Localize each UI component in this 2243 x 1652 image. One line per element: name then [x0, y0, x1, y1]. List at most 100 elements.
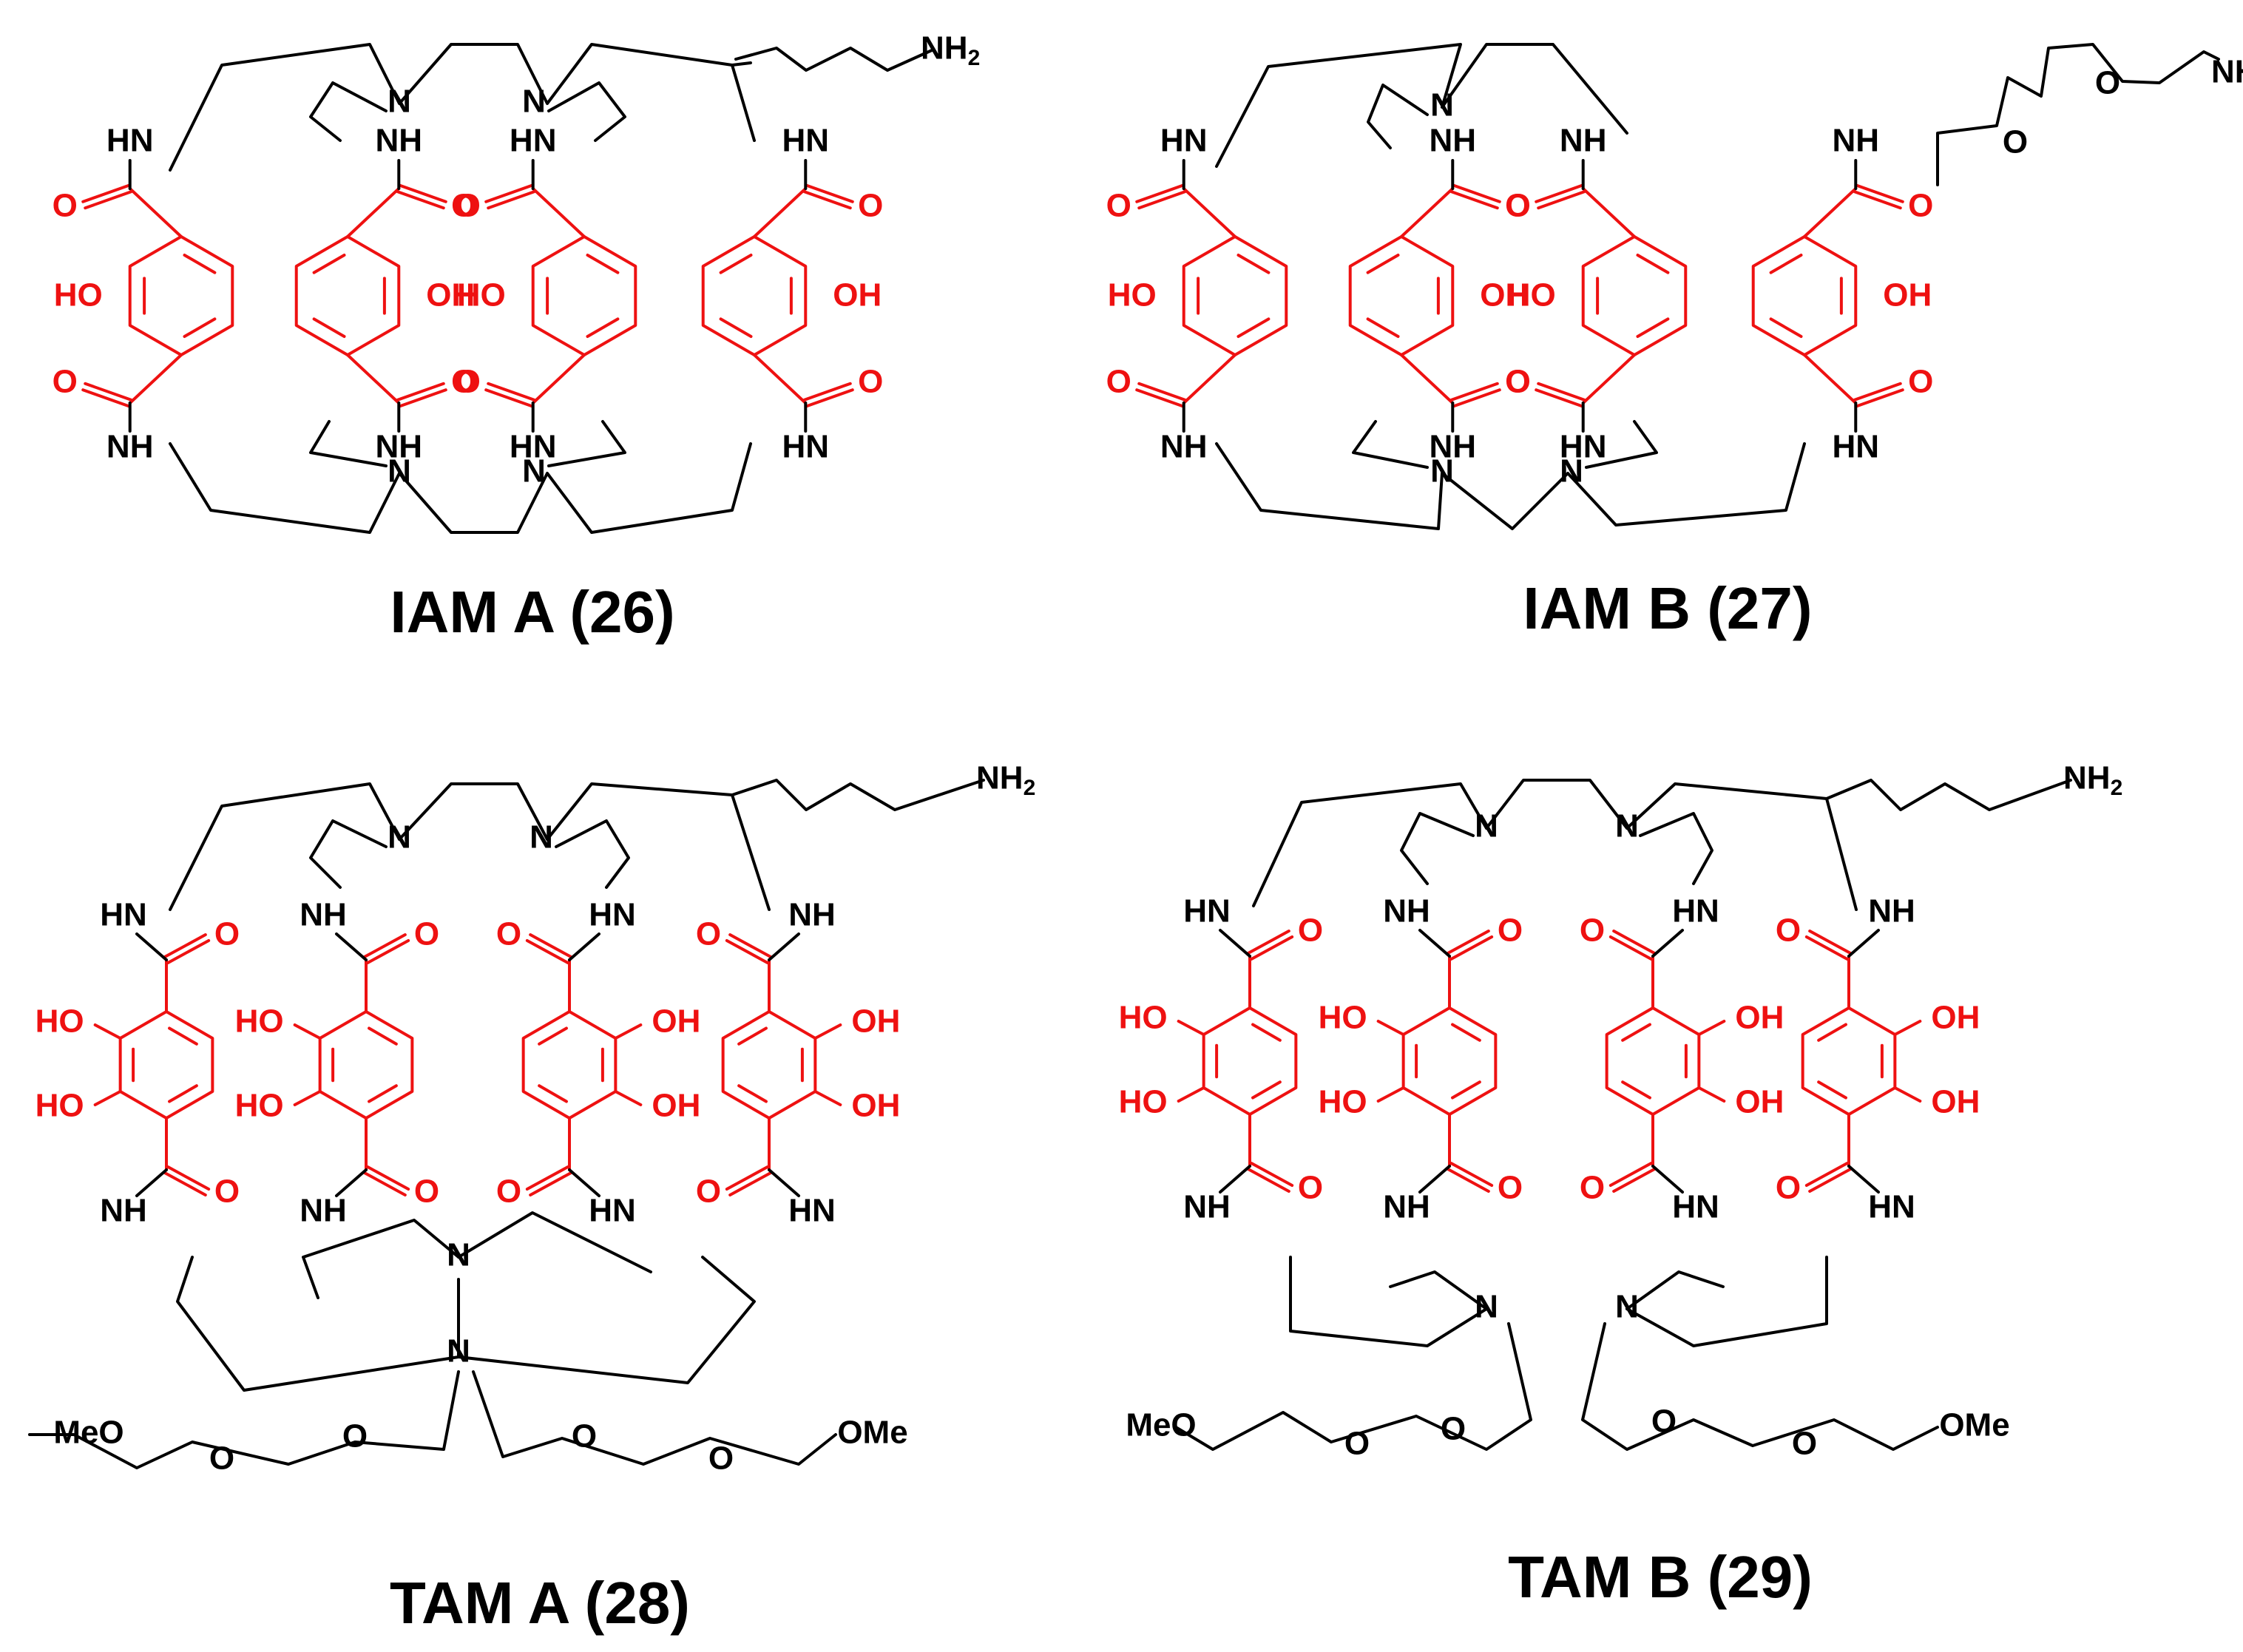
bond — [335, 1168, 368, 1197]
atom-label-o: O — [456, 364, 481, 400]
atom-label-nh: NH — [1183, 1189, 1231, 1225]
chelator-bond — [805, 183, 854, 203]
chelator-bond — [1612, 1167, 1657, 1193]
chelator-bond — [1855, 183, 1904, 203]
bond — [1585, 420, 1658, 469]
chelator-bond — [1535, 183, 1584, 203]
chelator-bond — [1893, 1020, 1922, 1036]
atom-label-o: O — [1298, 913, 1323, 949]
bond — [472, 1370, 837, 1466]
atom-label-o: O — [858, 188, 883, 224]
chelator-bond — [1803, 187, 1858, 238]
chelator-bond — [1608, 935, 1653, 961]
atom-label-o: O — [1298, 1170, 1323, 1206]
atom-label-n: N — [522, 453, 546, 490]
atom-label-ome: OMe — [837, 1415, 907, 1451]
atom-label-n: N — [388, 453, 411, 490]
chelator-bond — [1246, 1167, 1290, 1193]
atom-label-o: O — [53, 364, 78, 400]
bond — [555, 819, 630, 889]
atom-label-nh2: NH2 — [976, 760, 1035, 800]
atom-label-oh: OH — [426, 277, 475, 314]
atom-label-nh: NH — [376, 123, 423, 159]
chelator-bond — [1621, 1023, 1651, 1042]
chelator-bond — [725, 1165, 769, 1191]
chelator-bond — [362, 933, 407, 959]
atom-label-oh: OH — [833, 277, 882, 314]
chelator-bond — [805, 388, 854, 408]
chelator-bond — [93, 1090, 122, 1106]
atom-label-o: O — [342, 1418, 368, 1455]
atom-label-oh: OH — [1735, 1084, 1784, 1120]
caption-tam-a: TAM A (28) — [390, 1570, 690, 1636]
atom-label-o: O — [209, 1441, 234, 1477]
caption-tam-b: TAM B (29) — [1508, 1544, 1813, 1610]
bond — [309, 819, 388, 889]
chelator-bond — [346, 353, 401, 404]
chelator-bond — [1182, 187, 1236, 238]
bond — [176, 1256, 460, 1392]
atom-label-nh2: NH2 — [921, 30, 980, 70]
atom-label-nh: NH — [300, 1193, 347, 1229]
bond — [1581, 1322, 1939, 1451]
atom-label-o: O — [1344, 1426, 1370, 1462]
chelator-bond — [529, 933, 573, 959]
atom-label-nh: NH — [100, 1193, 147, 1229]
bond — [1825, 779, 2072, 811]
atom-label-n: N — [388, 819, 411, 856]
chelator-bond — [1893, 1086, 1922, 1103]
chelator-bond — [163, 933, 207, 959]
atom-label-nh2: NH2 — [2063, 760, 2122, 800]
atom-label-hn: HN — [1833, 429, 1880, 465]
atom-label-nh: NH — [376, 429, 423, 465]
chelator-bond — [396, 190, 445, 210]
chelator-bond — [1452, 388, 1501, 408]
bond — [1289, 1256, 1488, 1347]
chelator-bond — [128, 187, 183, 238]
bond — [1174, 1322, 1532, 1451]
atom-label-ho: HO — [235, 1003, 284, 1040]
atom-label-o: O — [496, 916, 521, 952]
atom-label-nh: NH — [1160, 429, 1208, 465]
atom-label-o: O — [696, 1174, 721, 1210]
chelator-bond — [396, 382, 445, 402]
atom-label-o: O — [414, 1174, 439, 1210]
chelator-bond — [1251, 1080, 1282, 1100]
chelator-bond — [1636, 253, 1670, 274]
chelator-bond — [128, 353, 183, 404]
chelator-bond — [166, 1165, 211, 1191]
chelator-bond — [312, 317, 346, 339]
atom-label-nh: NH — [300, 897, 347, 933]
chelator-bond — [586, 253, 620, 274]
atom-label-ho: HO — [35, 1003, 84, 1040]
chelator-bond — [293, 1090, 322, 1106]
chelator-bond — [1804, 1162, 1849, 1188]
bond — [1625, 1270, 1725, 1310]
atom-label-o: O — [1580, 1170, 1605, 1206]
atom-label-o: O — [1505, 364, 1530, 400]
chelator-bond — [293, 1023, 322, 1040]
chelator-bond — [719, 253, 753, 274]
bond — [309, 81, 388, 142]
chelator-bond — [368, 1084, 398, 1103]
atom-label-hn: HN — [782, 429, 830, 465]
atom-label-nh: NH — [1833, 123, 1880, 159]
chelator-bond — [753, 353, 808, 404]
chelator-bond — [1366, 317, 1400, 339]
chelator-bond — [753, 187, 808, 238]
bond — [169, 782, 771, 911]
chelator-bond — [1808, 1167, 1853, 1193]
chelator-bond — [362, 1171, 407, 1196]
bond — [768, 932, 800, 961]
atom-label-nh2: NH2 — [2211, 54, 2243, 94]
atom-label-oh: OH — [1883, 277, 1932, 314]
chelator-bond — [1537, 382, 1586, 402]
chelator-bond — [398, 183, 447, 203]
chelator-bond — [1236, 253, 1271, 274]
atom-label-nh: NH — [1430, 429, 1477, 465]
bond — [457, 1211, 652, 1273]
atom-label-n: N — [1615, 808, 1639, 844]
atom-label-nh: NH — [1430, 123, 1477, 159]
